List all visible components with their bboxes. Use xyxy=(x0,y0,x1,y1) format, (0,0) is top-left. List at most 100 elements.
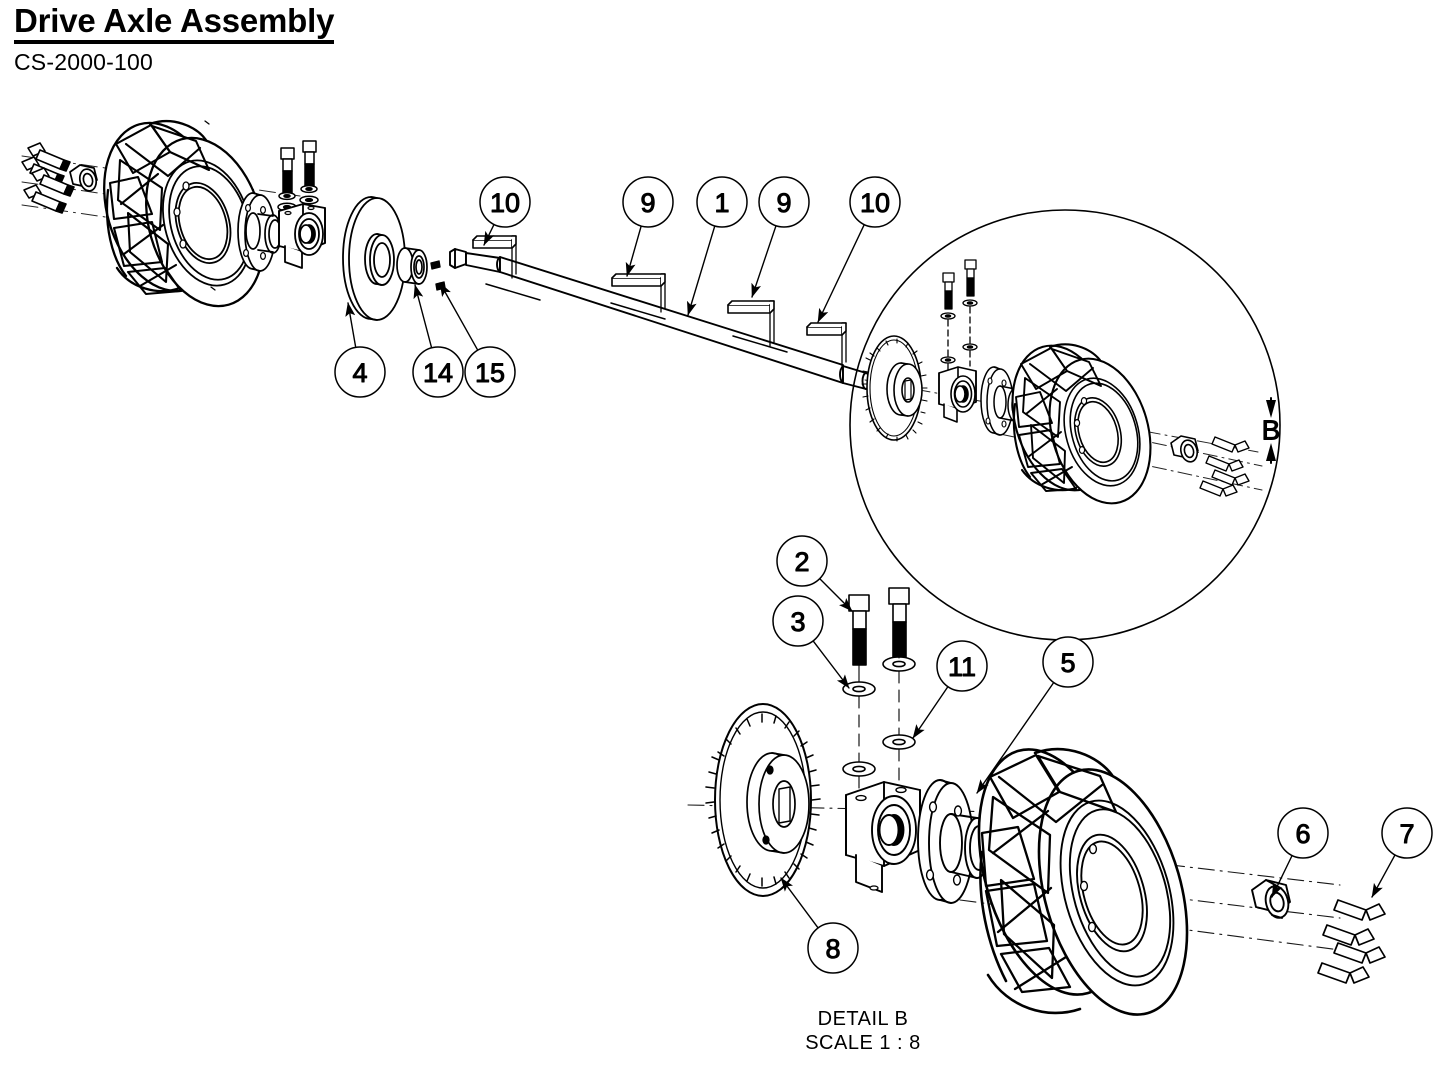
balloon-11[interactable]: 11 xyxy=(936,640,988,692)
left-wheel-assembly xyxy=(21,120,446,321)
wheel-tire-left xyxy=(103,120,265,308)
pillow-block-bearing-bottom xyxy=(845,781,921,893)
leader-line xyxy=(812,640,850,689)
balloon-10-left[interactable]: 10 xyxy=(479,176,531,228)
key-item9-right xyxy=(727,300,775,314)
balloon-circle[interactable] xyxy=(696,176,748,228)
balloon-7[interactable]: 7 xyxy=(1381,807,1433,859)
balloon-2[interactable]: 2 xyxy=(776,535,828,587)
sprocket-item8 xyxy=(705,703,821,897)
balloon-3[interactable]: 3 xyxy=(772,595,824,647)
collar-item14 xyxy=(396,247,428,285)
bearing-bolt-stack-detail xyxy=(940,259,978,379)
balloon-10-right[interactable]: 10 xyxy=(849,176,901,228)
balloon-label: 2 xyxy=(794,547,809,577)
balloon-9-left[interactable]: 9 xyxy=(622,176,674,228)
leader-line xyxy=(345,302,357,349)
balloon-circle[interactable] xyxy=(936,640,988,692)
pillow-block-bearing-left xyxy=(278,203,326,269)
balloon-circle[interactable] xyxy=(807,922,859,974)
bolt-item2-right xyxy=(882,587,916,791)
balloon-label: 15 xyxy=(475,358,505,388)
balloon-6[interactable]: 6 xyxy=(1277,807,1329,859)
leader-line xyxy=(1271,854,1293,898)
axle-shaft-item1 xyxy=(449,235,871,390)
balloon-1[interactable]: 1 xyxy=(696,176,748,228)
set-screw-item15 xyxy=(430,260,446,291)
balloon-5[interactable]: 5 xyxy=(1042,636,1094,688)
balloon-circle[interactable] xyxy=(1381,807,1433,859)
detail-b-exploded-assembly xyxy=(687,587,1386,1016)
balloon-label: 1 xyxy=(714,188,729,218)
leader-line xyxy=(751,224,777,298)
balloon-4[interactable]: 4 xyxy=(334,346,386,398)
balloon-circle[interactable] xyxy=(776,535,828,587)
balloon-circle[interactable] xyxy=(412,346,464,398)
balloon-circle[interactable] xyxy=(1042,636,1094,688)
detail-caption-line1: DETAIL B xyxy=(817,1008,909,1030)
balloon-label: 9 xyxy=(640,188,655,218)
leader-line xyxy=(413,284,433,349)
detail-b-contents xyxy=(861,259,1263,505)
balloon-label: 6 xyxy=(1295,819,1310,849)
bolt-group-left xyxy=(21,142,75,214)
leader-line xyxy=(817,223,865,323)
leader-line xyxy=(780,877,819,929)
bearing-bolt-stack-left xyxy=(277,140,319,212)
balloon-9-right[interactable]: 9 xyxy=(758,176,810,228)
title-block: Drive Axle Assembly CS-2000-100 xyxy=(14,3,334,76)
detail-caption-line2: SCALE 1 : 8 xyxy=(805,1031,921,1054)
key-item10-right xyxy=(806,322,847,336)
drawing-number: CS-2000-100 xyxy=(14,48,154,75)
balloon-label: 9 xyxy=(776,188,791,218)
balloon-label: 4 xyxy=(352,358,367,388)
balloon-circle[interactable] xyxy=(772,595,824,647)
key-item9-left xyxy=(611,273,666,287)
plate-disc-item4 xyxy=(342,196,406,321)
hex-nut-left xyxy=(69,164,98,192)
balloon-circle[interactable] xyxy=(479,176,531,228)
hex-nut-detail xyxy=(1170,435,1199,463)
leader-line xyxy=(439,282,479,351)
balloon-circle[interactable] xyxy=(334,346,386,398)
leader-line xyxy=(687,225,716,316)
balloon-circle[interactable] xyxy=(758,176,810,228)
detail-view-caption: DETAIL B SCALE 1 : 8 xyxy=(743,1008,983,1055)
balloon-circle[interactable] xyxy=(464,346,516,398)
balloon-label: 7 xyxy=(1399,819,1414,849)
balloon-label: 8 xyxy=(825,934,840,964)
bolt-group-item7 xyxy=(1317,899,1386,984)
pillow-block-bearing-detail xyxy=(938,366,977,423)
balloon-8[interactable]: 8 xyxy=(807,922,859,974)
balloon-14[interactable]: 14 xyxy=(412,346,464,398)
leader-line xyxy=(1371,854,1396,898)
balloon-circle[interactable] xyxy=(849,176,901,228)
wheel-hub-flange-item5 xyxy=(917,779,990,904)
detail-marker-letter: B xyxy=(1262,415,1281,446)
key-item10-left xyxy=(472,235,517,249)
balloon-circle[interactable] xyxy=(1277,807,1329,859)
balloon-label: 11 xyxy=(948,652,976,682)
balloon-label: 10 xyxy=(860,188,890,218)
detail-marker-b xyxy=(1266,397,1276,464)
bolt-item2-left xyxy=(842,594,876,801)
leader-line xyxy=(818,577,853,612)
sprocket-detail xyxy=(861,335,928,442)
leader-line xyxy=(912,685,949,739)
leader-line xyxy=(483,223,495,246)
balloon-label: 10 xyxy=(490,188,520,218)
wheel-tire-bottom xyxy=(977,747,1189,1016)
balloon-circle[interactable] xyxy=(622,176,674,228)
balloon-leader-lines xyxy=(345,223,1396,929)
balloon-label: 5 xyxy=(1060,648,1075,678)
wheel-hub-flange-left xyxy=(237,192,282,272)
balloon-label: 14 xyxy=(423,358,453,388)
balloon-15[interactable]: 15 xyxy=(464,346,516,398)
page-title: Drive Axle Assembly xyxy=(14,3,334,44)
balloon-group: 10 9 1 9 10 4 14 15 2 3 11 5 8 6 7 xyxy=(334,176,1433,974)
balloon-label: 3 xyxy=(790,607,805,637)
leader-line xyxy=(625,225,642,277)
leader-line xyxy=(976,681,1055,794)
